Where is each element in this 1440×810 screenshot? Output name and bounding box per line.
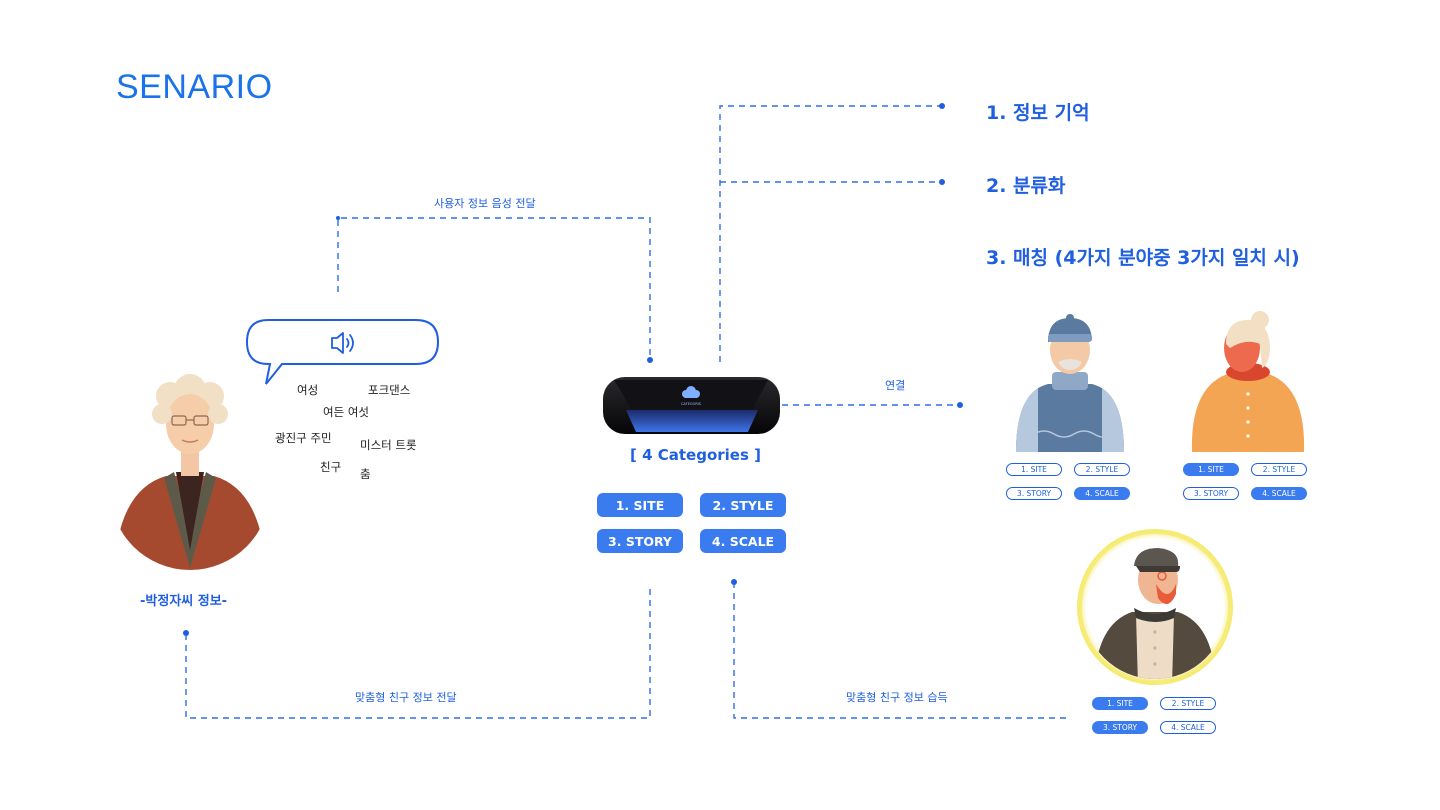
match-2-tag: 1. SITE [1183,463,1239,476]
cloud-icon [682,386,700,398]
category-story: 3. STORY [597,529,683,553]
step-2: 2. 분류화 [986,175,1066,197]
speech-bubble [245,319,440,385]
connector-dot [336,216,340,220]
connector-step1 [719,105,942,362]
match-2-tag: 2. STYLE [1251,463,1307,476]
match-1-tag: 1. SITE [1006,463,1062,476]
label-custom-send: 맞춤형 친구 정보 전달 [355,691,457,704]
connector-dot [939,103,945,109]
categories-title: [ 4 Categories ] [630,446,761,464]
label-connect: 연결 [885,379,906,392]
connector-dot [939,179,945,185]
match-3-tag: 1. SITE [1092,697,1148,710]
match-1-tag: 4. SCALE [1074,487,1130,500]
label-custom-get: 맞춤형 친구 정보 습득 [846,691,948,704]
connector-dot [183,630,189,636]
match-2-tag: 4. SCALE [1251,487,1307,500]
user-caption: -박정자씨 정보- [140,594,228,609]
step-3: 3. 매칭 (4가지 분야중 3가지 일치 시) [986,247,1300,269]
keyword-region: 광진구 주민 [275,431,332,445]
match-3-tag: 4. SCALE [1160,721,1216,734]
connector-dot [731,579,737,585]
connector-custom-get [733,582,1070,719]
match-avatar-2 [1191,311,1305,452]
category-scale: 4. SCALE [700,529,786,553]
connector-dot [957,402,963,408]
keyword-hobby: 포크댄스 [368,383,411,397]
keyword-age: 여든 여섯 [323,405,369,419]
category-style: 2. STYLE [700,493,786,517]
user-avatar [114,374,266,570]
match-3-tag: 3. STORY [1092,721,1148,734]
keyword-dance: 춤 [360,467,371,481]
match-1-tag: 3. STORY [1006,487,1062,500]
match-avatar-3 [1077,529,1233,685]
match-1-tag: 2. STYLE [1074,463,1130,476]
label-voice-send: 사용자 정보 음성 전달 [434,197,536,210]
match-2-tag: 3. STORY [1183,487,1239,500]
connector-dot [647,357,653,363]
keyword-music: 미스터 트롯 [360,438,417,452]
match-avatar-1 [1016,314,1124,452]
device-brand: CATEGORIS [681,402,702,406]
categoris-device: CATEGORIS [603,377,780,434]
category-site: 1. SITE [597,493,683,517]
speaker-icon [331,332,354,354]
step-1: 1. 정보 기억 [986,102,1090,124]
page-title: SENARIO [116,68,273,106]
keyword-gender: 여성 [297,383,319,397]
keyword-friend: 친구 [320,460,342,474]
match-3-tag: 2. STYLE [1160,697,1216,710]
connector-voice [337,217,651,358]
